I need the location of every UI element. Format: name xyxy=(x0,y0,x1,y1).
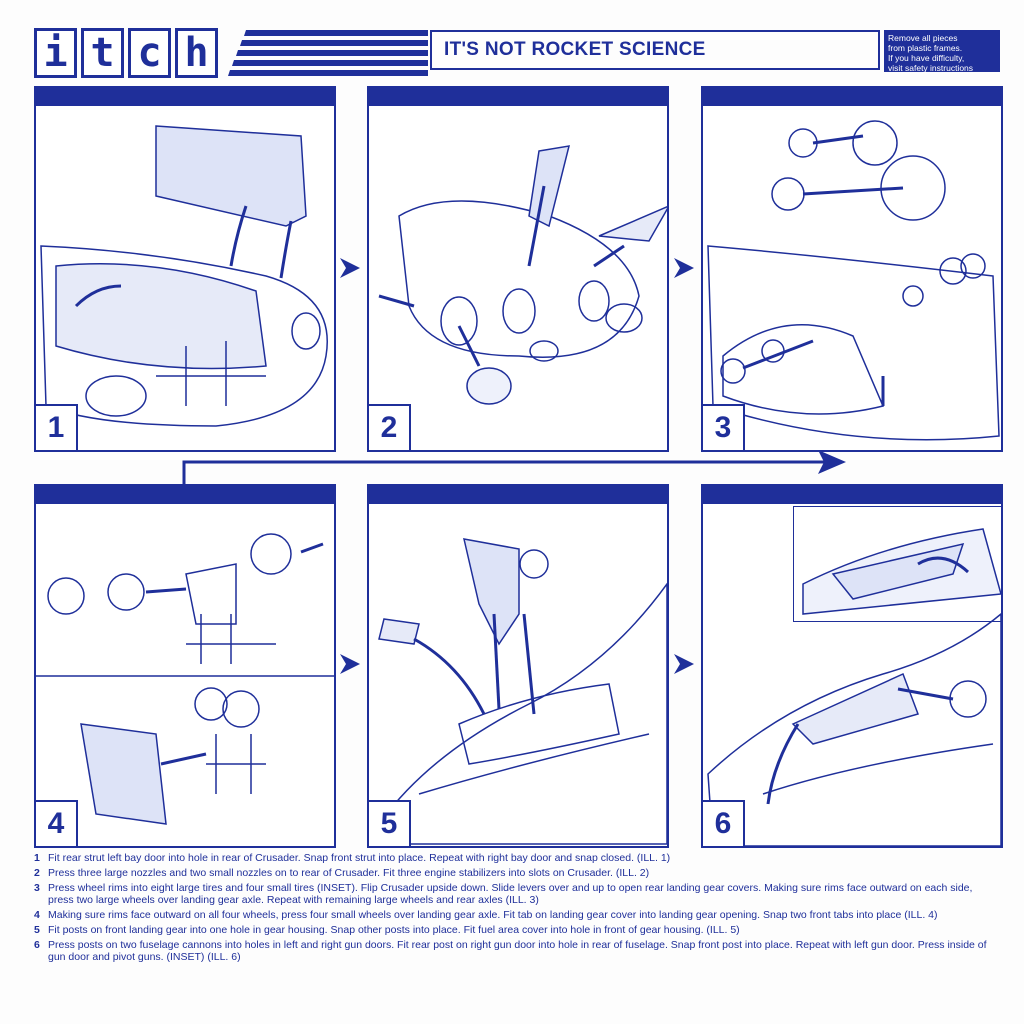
itch-logo: i t c h xyxy=(34,28,218,78)
row-connector-arrow xyxy=(182,450,846,484)
instruction-text: Press wheel rims into eight large tires … xyxy=(48,882,973,906)
illustration-gun-doors xyxy=(707,528,1001,846)
panel-header-bar xyxy=(36,486,334,504)
instruction-number: 4 xyxy=(34,909,40,921)
step-panel-6: 6 xyxy=(701,484,1003,848)
instruction-number: 2 xyxy=(34,867,40,879)
illustration-nozzles xyxy=(378,145,667,405)
logo-letter-h: h xyxy=(175,28,218,78)
step-number: 3 xyxy=(703,404,745,450)
logo-letter-t: t xyxy=(81,28,124,78)
arrow-right-icon xyxy=(674,654,694,674)
step-number: 1 xyxy=(36,404,78,450)
instruction-text: Fit posts on front landing gear into one… xyxy=(48,924,740,936)
instruction-number: 1 xyxy=(34,852,40,864)
logo-letter-i: i xyxy=(34,28,77,78)
panel-header-bar xyxy=(369,486,667,504)
step-number: 4 xyxy=(36,800,78,846)
illustration-bay-door xyxy=(40,125,328,427)
panel-header-bar xyxy=(703,88,1001,106)
step-panel-1: 1 xyxy=(34,86,336,452)
instruction-number: 3 xyxy=(34,882,40,894)
illustration-front-gear xyxy=(378,538,667,845)
instructions-list: 1 Fit rear strut left bay door into hole… xyxy=(34,852,994,966)
step-panel-5: 5 xyxy=(367,484,669,848)
instruction-item: 1 Fit rear strut left bay door into hole… xyxy=(34,852,994,864)
panel-header-bar xyxy=(36,88,334,106)
instruction-item: 2 Press three large nozzles and two smal… xyxy=(34,867,994,879)
panel-header-bar xyxy=(703,486,1001,504)
arrow-right-icon xyxy=(340,654,360,674)
panel-header-bar xyxy=(369,88,667,106)
instruction-text: Press three large nozzles and two small … xyxy=(48,867,650,879)
page-title: IT'S NOT ROCKET SCIENCE xyxy=(430,30,880,70)
step-number: 5 xyxy=(369,800,411,846)
illustration-landing-wheels xyxy=(707,120,1000,441)
instruction-number: 6 xyxy=(34,939,40,951)
logo-letter-c: c xyxy=(128,28,171,78)
instruction-text: Making sure rims face outward on all fou… xyxy=(48,909,938,921)
arrow-right-icon xyxy=(340,258,360,278)
step-panel-2: 2 xyxy=(367,86,669,452)
note-line: If you have difficulty, xyxy=(888,53,965,63)
note-line: visit safety instructions xyxy=(888,63,974,73)
step-panel-3: 3 xyxy=(701,86,1003,452)
step-number: 6 xyxy=(703,800,745,846)
illustration-front-wheels xyxy=(36,533,334,825)
note-line: Remove all pieces xyxy=(888,33,958,43)
instruction-text: Press posts on two fuselage cannons into… xyxy=(48,939,987,963)
arrow-right-icon xyxy=(674,258,694,278)
step-number: 2 xyxy=(369,404,411,450)
instruction-item: 3 Press wheel rims into eight large tire… xyxy=(34,882,994,906)
instruction-item: 4 Making sure rims face outward on all f… xyxy=(34,909,994,921)
instruction-item: 5 Fit posts on front landing gear into o… xyxy=(34,924,994,936)
header-note: Remove all pieces from plastic frames. I… xyxy=(884,30,1000,73)
note-line: from plastic frames. xyxy=(888,43,963,53)
instruction-text: Fit rear strut left bay door into hole i… xyxy=(48,852,671,864)
step-panel-4: 4 xyxy=(34,484,336,848)
header-stripes xyxy=(228,30,428,76)
instruction-number: 5 xyxy=(34,924,40,936)
instruction-item: 6 Press posts on two fuselage cannons in… xyxy=(34,939,994,963)
